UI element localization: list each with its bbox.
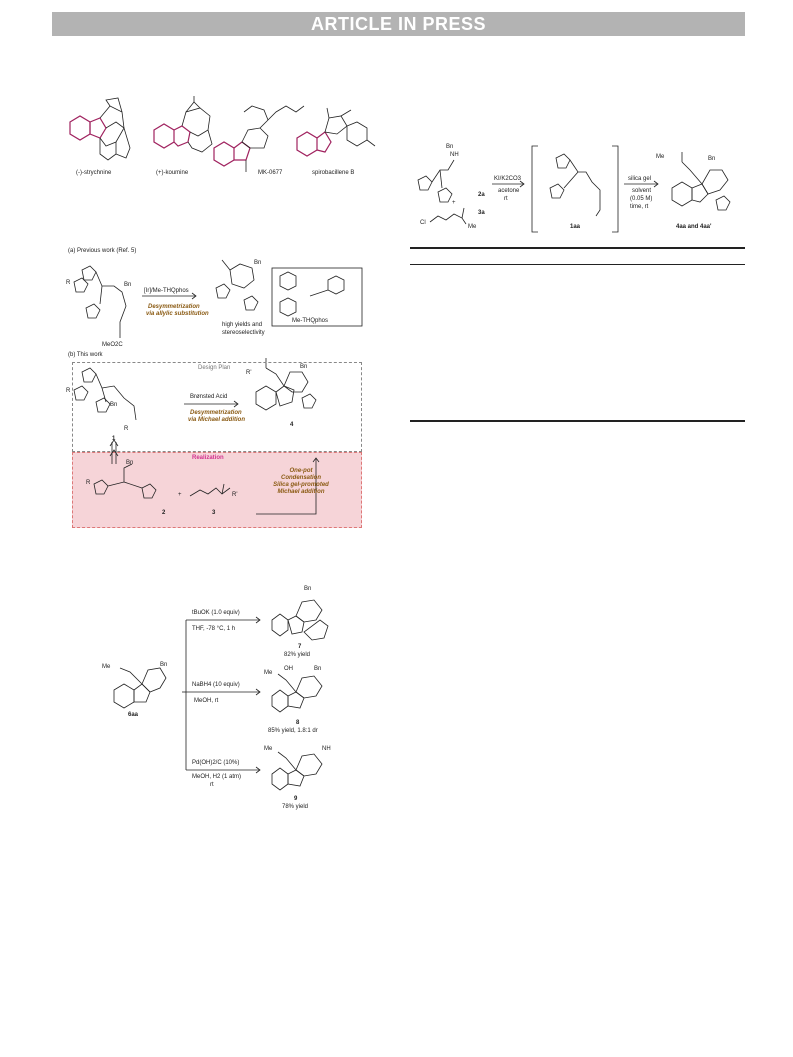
time-rt-label: time, rt — [630, 204, 649, 210]
compound-4-label: 4 — [290, 422, 294, 428]
this-desym-line1: Desymmetrization — [190, 410, 242, 416]
meo2c-label: MeO2C — [102, 342, 123, 348]
table-top-rule — [410, 247, 745, 249]
r3-yield: 78% yield — [282, 804, 309, 810]
design-figure-structures — [73, 259, 363, 507]
bronsted-acid-label: Brønsted Acid — [190, 394, 228, 400]
plus-sign: + — [452, 200, 456, 206]
bn-label-product: Bn — [708, 156, 716, 162]
prev-desym-line1: Desymmetrization — [148, 304, 200, 310]
r1-yield: 82% yield — [284, 652, 311, 658]
design-plan-box — [72, 362, 362, 452]
r-prime-label-3: R' — [232, 492, 238, 498]
compound-7-label: 7 — [298, 644, 302, 650]
compound-2-label: 2 — [162, 510, 166, 516]
solvent-label: solvent — [632, 188, 652, 194]
previous-work-title: (a) Previous work (Ref. 5) — [68, 248, 137, 254]
cl-label: Cl — [420, 220, 426, 226]
intermediate-1aa: 1aa — [570, 224, 581, 230]
one-pot-line2: Condensation — [281, 475, 321, 481]
compound-3-label: 3 — [212, 510, 216, 516]
r2-reagent-line2: MeOH, rt — [194, 698, 219, 704]
rt-label: rt — [504, 196, 508, 202]
r3-reagent-line1: Pd(OH)2/C (10%) — [192, 760, 240, 766]
bn-label: Bn — [446, 144, 454, 150]
prev-result-line2: stereoselectivity — [222, 330, 265, 336]
realization-box — [72, 452, 362, 528]
compound-3a-label: 3a — [478, 210, 485, 216]
realization-structures — [93, 449, 320, 515]
r-prime-label: R' — [246, 370, 252, 376]
strychnine-label: (-)-strychnine — [76, 170, 112, 176]
bn-label-prev-product: Bn — [254, 260, 262, 266]
r2-yield: 85% yield, 1.8:1 dr — [268, 728, 318, 734]
compound-6aa-label: 6aa — [128, 712, 139, 718]
r-label-this-2: R — [124, 426, 129, 432]
natural-product-structures — [69, 96, 376, 172]
bn-label-this: Bn — [110, 402, 118, 408]
oh-label-8: OH — [284, 666, 293, 672]
acetone-label: acetone — [498, 188, 520, 194]
r1-reagent-line2: THF, -78 °C, 1 h — [192, 626, 236, 632]
derivatization-scheme: Me Bn 6aa tBuOK (1.0 equiv) THF, -78 °C,… — [100, 580, 360, 820]
prev-reagent: [Ir]/Me-THQphos — [144, 288, 189, 294]
one-pot-line1: One-pot — [289, 468, 313, 474]
this-work-title: (b) This work — [68, 352, 103, 358]
derivatization-structures — [113, 599, 329, 791]
bn-label-6aa: Bn — [160, 662, 168, 668]
r-label-2: R — [86, 480, 91, 486]
optimization-scheme-structures — [417, 145, 731, 233]
compound-2a-label: 2a — [478, 192, 485, 198]
bn-label-7: Bn — [304, 586, 312, 592]
bn-label-2: Bn — [126, 460, 134, 466]
article-in-press-banner: ARTICLE IN PRESS — [52, 12, 745, 36]
prev-desym-line2: via allylic substitution — [146, 311, 209, 317]
bn-label-prev: Bn — [124, 282, 132, 288]
optimization-scheme: Bn NH 2a + 3a Cl Me KI/K2CO3 acetone rt … — [410, 140, 745, 240]
bn-label-product-4: Bn — [300, 364, 308, 370]
one-pot-line3: Silica gel-promoted — [273, 482, 329, 488]
prev-result-line1: high yields and — [222, 322, 263, 328]
me-label-6aa: Me — [102, 664, 111, 670]
silica-gel-label: silica gel — [628, 176, 652, 182]
design-plan-label: Design Plan — [198, 365, 231, 371]
compound-8-label: 8 — [296, 720, 300, 726]
compound-9-label: 9 — [294, 796, 298, 802]
bn-label-8: Bn — [314, 666, 322, 672]
table-bottom-rule — [410, 420, 745, 422]
r2-reagent-line1: NaBH4 (10 equiv) — [192, 682, 240, 688]
me-label-8: Me — [264, 670, 273, 676]
natural-products-figure: (-)-strychnine (+)-koumine MK-0677 spiro… — [60, 92, 380, 192]
compound-1-label: 1 — [112, 436, 116, 442]
reagent-ki-k2co3: KI/K2CO3 — [494, 176, 522, 182]
ligand-name: Me-THQphos — [292, 318, 329, 324]
table-header-rule — [410, 264, 745, 265]
products-4aa-label: 4aa and 4aa' — [676, 224, 712, 230]
me-label-9: Me — [264, 746, 273, 752]
mk0677-label: MK-0677 — [258, 170, 283, 176]
r-label: R — [66, 280, 71, 286]
r3-reagent-line3: rt — [210, 782, 214, 788]
me-label-product: Me — [656, 154, 665, 160]
r-label-this: R — [66, 388, 71, 394]
this-desym-line2: via Michael addition — [188, 417, 246, 423]
design-figure: (a) Previous work (Ref. 5) — [66, 246, 366, 531]
r3-reagent-line2: MeOH, H2 (1 atm) — [192, 774, 242, 780]
realization-label: Realization — [192, 455, 224, 461]
koumine-label: (+)-koumine — [156, 170, 189, 176]
nh-label: NH — [450, 152, 459, 158]
concentration-label: (0.05 M) — [630, 196, 653, 202]
one-pot-line4: Michael addition — [277, 489, 325, 495]
me-label-3a: Me — [468, 224, 477, 230]
r1-reagent-line1: tBuOK (1.0 equiv) — [192, 610, 240, 616]
spirobacillene-label: spirobacillene B — [312, 170, 355, 176]
nh-label-9: NH — [322, 746, 331, 752]
plus-sign-realization: + — [178, 492, 182, 498]
